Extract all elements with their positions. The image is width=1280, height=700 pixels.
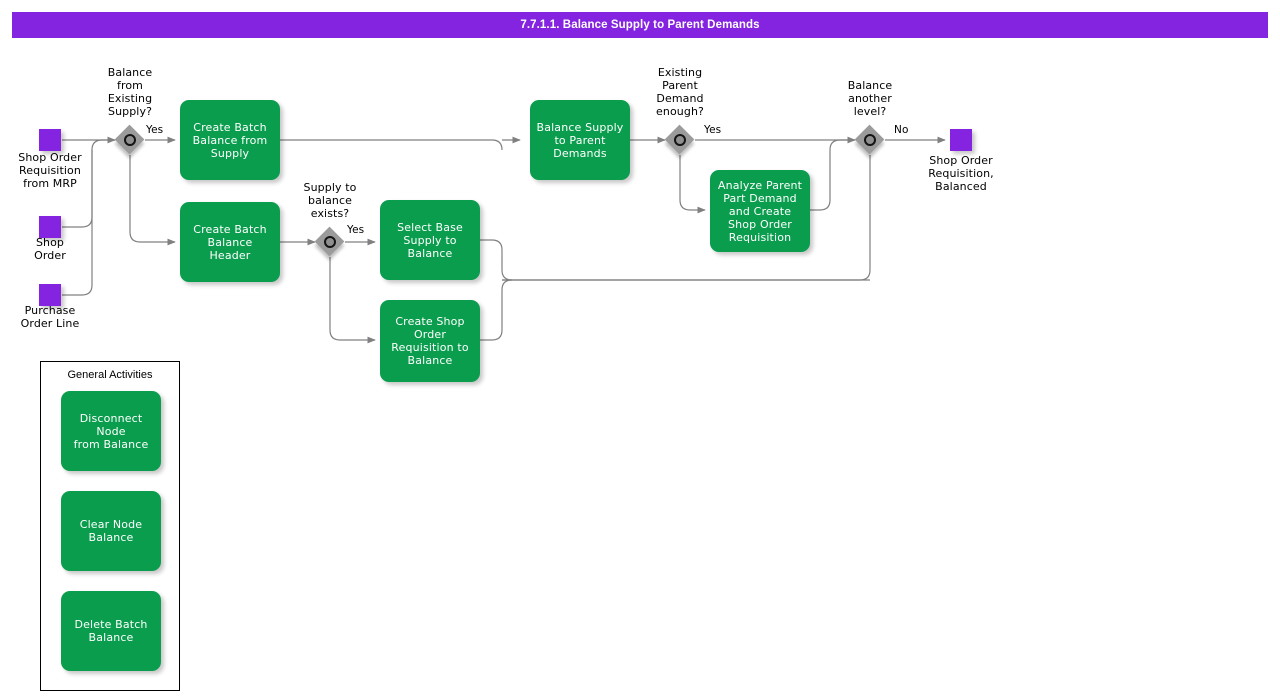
wire-analyze-out (810, 139, 855, 211)
node-purchase-order-line[interactable] (39, 284, 61, 306)
wire-gw1-no (129, 155, 176, 246)
gateway-ring-icon (674, 134, 686, 146)
gateway-balance-another-level[interactable] (854, 124, 885, 155)
edge-label-gw2-yes: Yes (347, 224, 365, 236)
gateway-supply-to-balance-exists[interactable] (314, 226, 345, 257)
gateway-ring-icon (864, 134, 876, 146)
wire-sbsb-out (480, 239, 513, 281)
node-shop-order[interactable] (39, 216, 61, 238)
gateway-balance-from-existing-supply[interactable] (114, 124, 145, 155)
gateway-existing-parent-demand-enough[interactable] (664, 124, 695, 155)
wire-cbbfs-out (280, 139, 503, 151)
wire-gw2-no (329, 257, 376, 344)
wire-gw3-no (679, 155, 706, 214)
gateway-ring-icon (124, 134, 136, 146)
edge-label-gw3-yes: Yes (704, 124, 722, 136)
page-title: 7.7.1.1. Balance Supply to Parent Demand… (12, 12, 1268, 38)
legend-title: General Activities (67, 369, 153, 381)
edge-label-gw4-no: No (894, 124, 909, 136)
edge-label-gw1-yes: Yes (146, 124, 164, 136)
gateway-ring-icon (324, 236, 336, 248)
node-shop-order-requisition-balanced[interactable] (950, 129, 972, 151)
wire-csorb-out (480, 279, 513, 341)
node-shop-order-requisition-from-mrp[interactable] (39, 129, 61, 151)
